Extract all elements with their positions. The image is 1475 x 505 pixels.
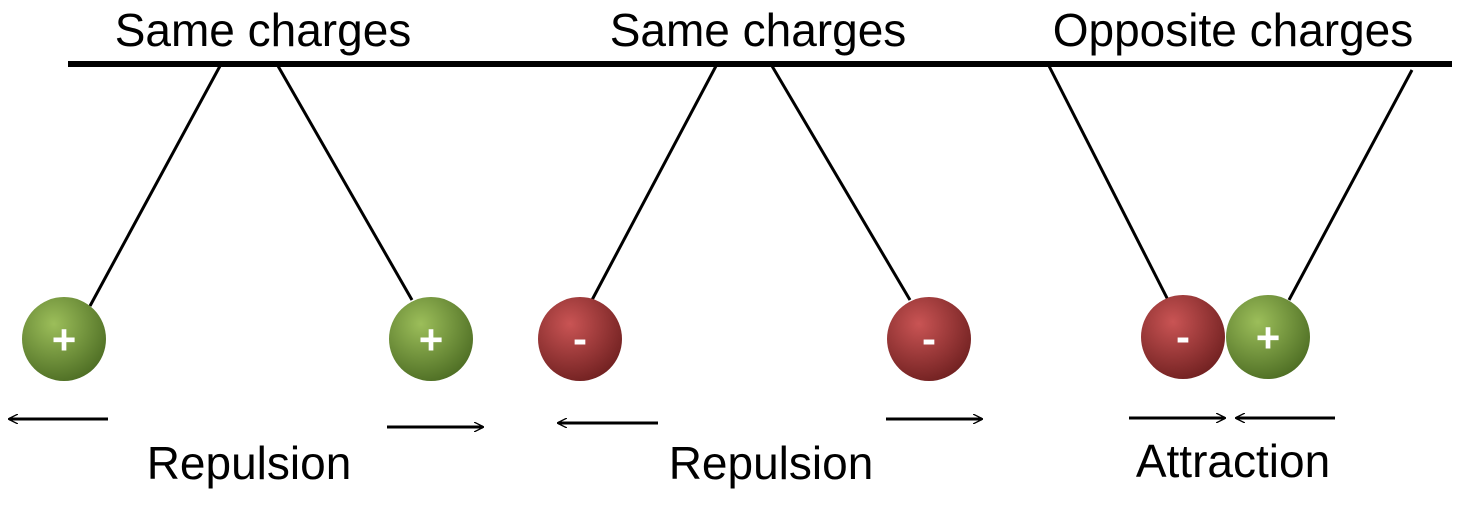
label-attraction: Attraction xyxy=(1136,435,1330,487)
plus-sign: + xyxy=(52,316,77,363)
heading-opposite-charges: Opposite charges xyxy=(1053,4,1414,56)
positive-ball-g1-right: + xyxy=(389,297,473,381)
negative-ball-g2-right: - xyxy=(887,297,971,381)
label-repulsion-2: Repulsion xyxy=(669,437,874,489)
positive-ball-g1-left: + xyxy=(22,297,106,381)
minus-sign: - xyxy=(573,315,587,362)
plus-sign: + xyxy=(419,316,444,363)
negative-ball-g3: - xyxy=(1141,295,1225,379)
label-repulsion-1: Repulsion xyxy=(147,437,352,489)
string-g2-right xyxy=(770,65,912,301)
heading-same-charges-1: Same charges xyxy=(115,4,412,56)
string-g1-right xyxy=(276,65,414,301)
string-g3-right xyxy=(1287,69,1414,301)
minus-sign: - xyxy=(922,315,936,362)
heading-same-charges-2: Same charges xyxy=(610,4,907,56)
string-g1-left xyxy=(88,65,222,307)
positive-ball-g3: + xyxy=(1226,295,1310,379)
plus-sign: + xyxy=(1256,314,1281,361)
string-g3-left xyxy=(1047,65,1170,301)
negative-ball-g2-left: - xyxy=(538,297,622,381)
string-g2-left xyxy=(590,65,718,301)
minus-sign: - xyxy=(1176,313,1190,360)
